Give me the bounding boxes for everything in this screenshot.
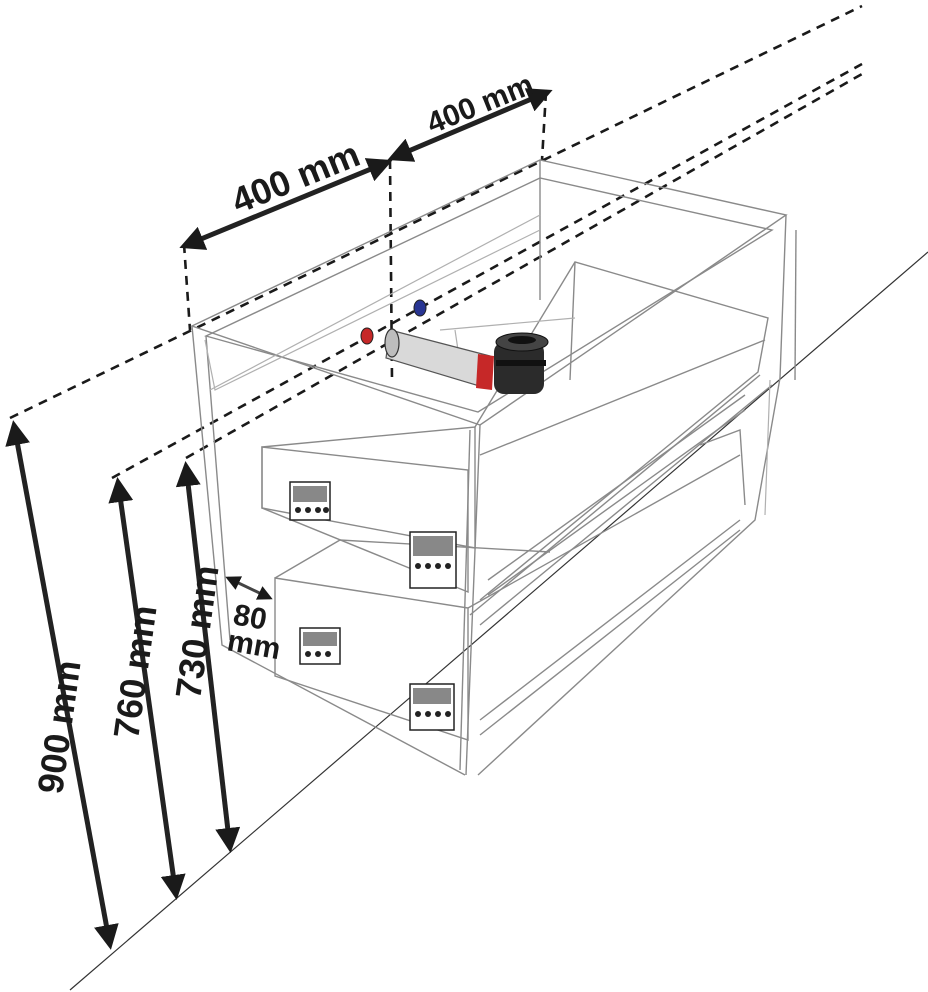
width-dimension-right: 400 mm	[387, 68, 553, 162]
guide-lines	[9, 4, 863, 480]
cabinet-body	[190, 159, 797, 776]
width-right-label: 400 mm	[422, 68, 538, 140]
siphon-icon	[494, 332, 549, 394]
bracket-icon	[409, 683, 455, 731]
red-valve-icon	[360, 327, 374, 345]
plumbing	[360, 299, 549, 394]
upper-drawer	[261, 261, 769, 601]
height-dimension-total: 900 mm	[5, 420, 119, 950]
blue-valve-icon	[413, 299, 427, 317]
bracket-icon	[289, 481, 331, 521]
height-dimension-upper-pipe: 760 mm	[105, 477, 186, 900]
height-lower-pipe-label: 730 mm	[167, 563, 226, 701]
width-dimension-left: 400 mm	[179, 133, 393, 250]
drain-pipe	[384, 328, 494, 390]
lower-drawer	[274, 454, 741, 741]
drawer-clearance-value: 80	[231, 598, 270, 636]
floor-line	[69, 251, 928, 991]
drawer-brackets	[289, 481, 457, 731]
bracket-icon	[409, 531, 457, 589]
height-upper-pipe-label: 760 mm	[105, 603, 164, 741]
width-left-label: 400 mm	[226, 133, 366, 221]
bracket-icon	[299, 627, 341, 665]
